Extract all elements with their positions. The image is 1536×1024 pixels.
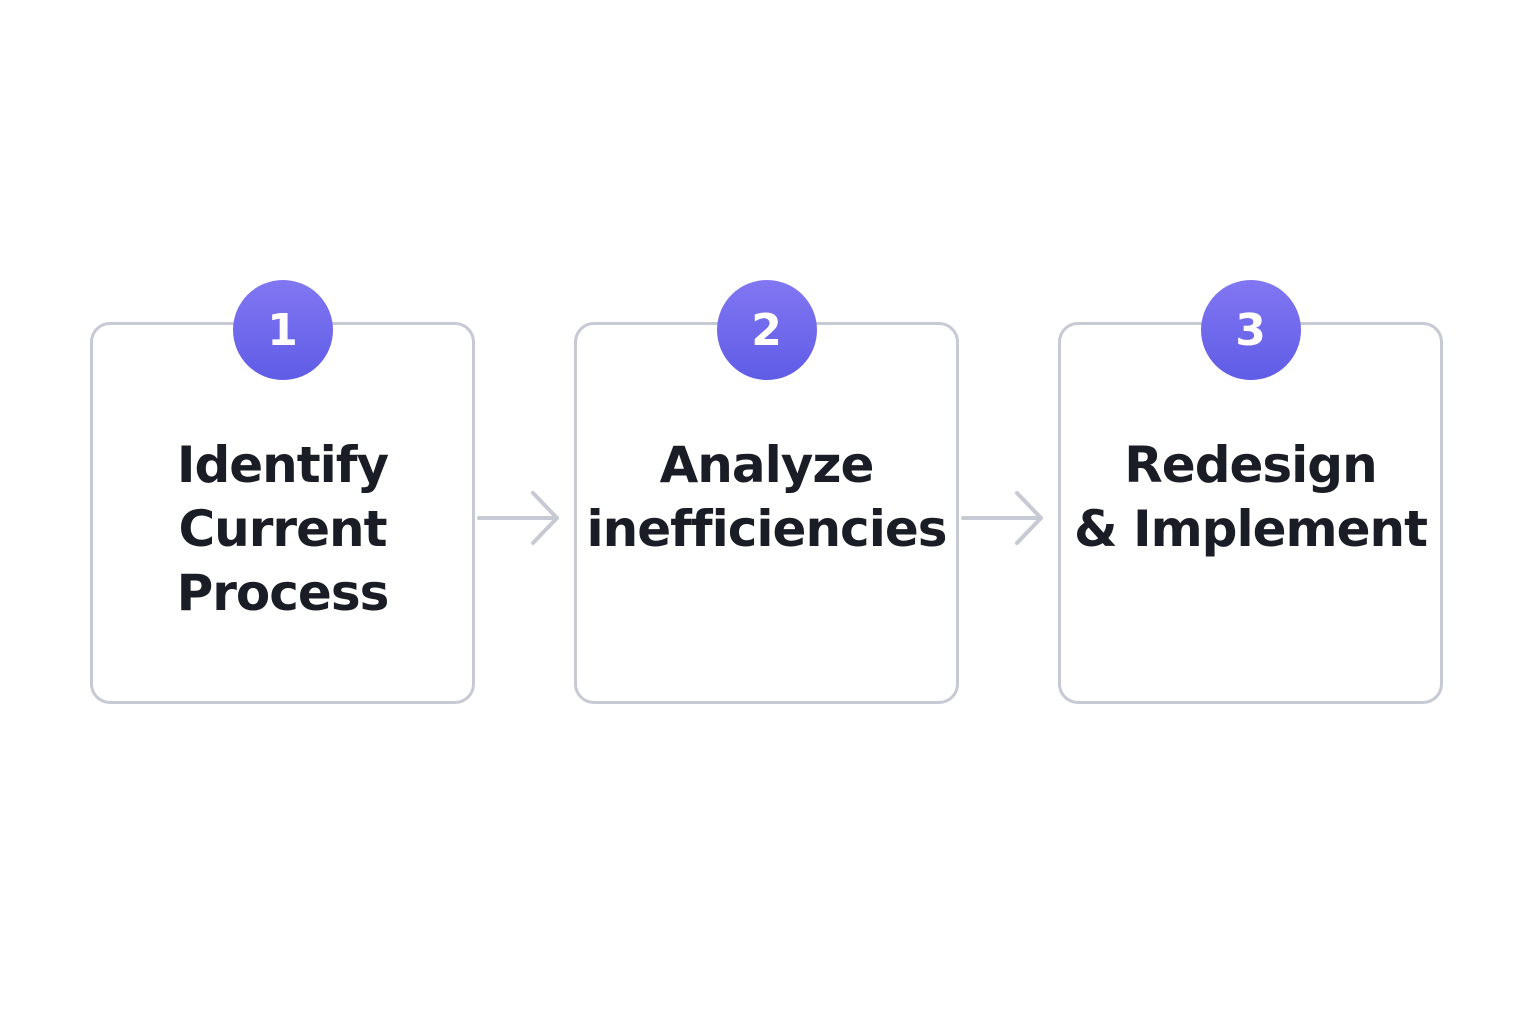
step-2-label-line: inefficiencies [586, 500, 947, 558]
arrow-right-icon [477, 491, 559, 545]
step-3-number-badge: 3 [1200, 280, 1301, 380]
step-1-label-line: Current [178, 500, 387, 558]
step-1-number-badge: 1 [232, 280, 333, 380]
step-3-box: 3 Redesign & Implement [1058, 280, 1443, 704]
step-3-label: Redesign & Implement [1061, 433, 1440, 561]
step-1-label-line: Process [176, 564, 390, 622]
step-3-label-line: & Implement [1073, 500, 1428, 558]
step-2-box: 2 Analyze inefficiencies [574, 280, 959, 704]
step-2-label-line: Analyze [659, 436, 875, 494]
step-1-box: 1 Identify Current Process [90, 280, 475, 704]
step-3-label-line: Redesign [1124, 436, 1377, 494]
step-1-label: Identify Current Process [93, 433, 472, 625]
step-1-label-line: Identify [176, 436, 389, 494]
step-2-label: Analyze inefficiencies [577, 433, 956, 561]
arrow-right-icon [961, 491, 1043, 545]
step-2-number-badge: 2 [716, 280, 817, 380]
